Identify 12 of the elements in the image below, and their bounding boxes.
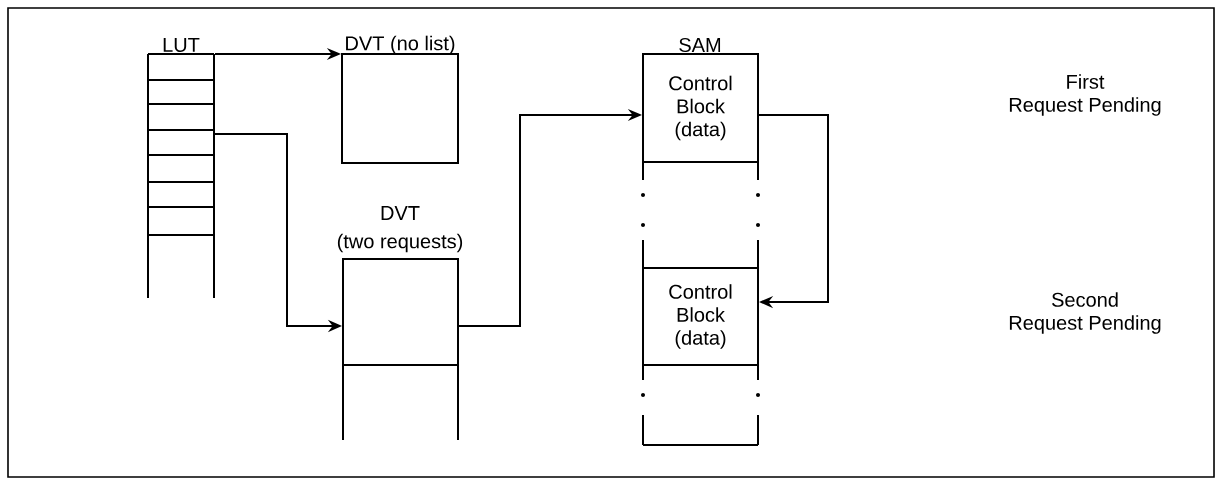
node-label: SAM — [679, 37, 721, 53]
control-block-box: SAM Control Block (data) — [642, 37, 759, 163]
side-note: First Request Pending — [1009, 74, 1161, 116]
side-note: Second Request Pending — [1009, 292, 1161, 334]
node-label: DVT (no list) — [346, 35, 455, 55]
node-label: (two requests) — [337, 233, 463, 253]
node-label: DVT — [381, 206, 420, 220]
data-box: DVT (two requests) — [337, 206, 463, 366]
lookup-table: LUT — [147, 38, 215, 299]
control-block-box: Control Block (data) — [642, 267, 759, 366]
data-box: DVT (no list) — [341, 35, 459, 164]
arrow — [758, 114, 829, 309]
